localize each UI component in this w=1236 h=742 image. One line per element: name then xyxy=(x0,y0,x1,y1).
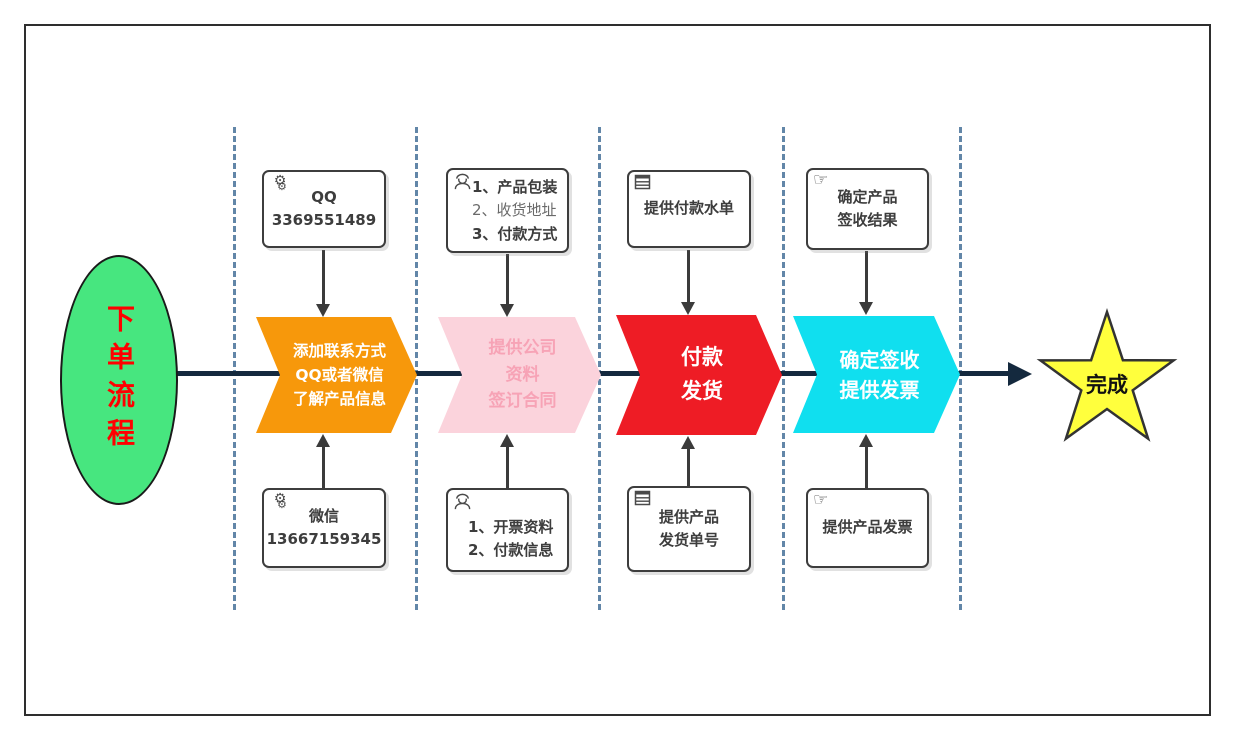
arrow-up-icon xyxy=(681,436,695,449)
person-icon xyxy=(453,172,472,191)
lane-separator xyxy=(782,127,785,610)
end-star xyxy=(1036,308,1178,442)
note-shipping-number: 提供产品 发货单号 xyxy=(627,486,751,572)
lane-separator xyxy=(959,127,962,610)
note-line: 1、开票资料 xyxy=(468,518,554,536)
note-line: 3369551489 xyxy=(271,211,377,229)
connector xyxy=(687,250,690,304)
arrow-down-icon xyxy=(681,302,695,315)
note-line: 提供产品 xyxy=(658,507,719,526)
arrow-down-icon xyxy=(500,304,514,317)
connector xyxy=(687,448,690,486)
connector xyxy=(506,254,509,306)
table-icon xyxy=(634,490,652,507)
arrow-down-icon xyxy=(859,302,873,315)
connector xyxy=(322,446,325,488)
table-icon xyxy=(634,174,652,191)
note-line: 微信 xyxy=(308,506,339,525)
note-line: 3、付款方式 xyxy=(472,224,558,243)
note-product-invoice: ☞ 提供产品发票 xyxy=(806,488,929,568)
hand-icon: ☞ xyxy=(813,490,829,510)
note-line: 发货单号 xyxy=(658,531,719,549)
lane-separator xyxy=(415,127,418,610)
lane-separator xyxy=(598,127,601,610)
note-line: 提供付款水单 xyxy=(643,199,734,218)
note-sign-result: ☞ 确定产品 签收结果 xyxy=(806,168,929,250)
connector xyxy=(865,251,868,304)
start-node: 下单流程 xyxy=(60,255,178,505)
hand-icon: ☞ xyxy=(813,170,829,190)
step-company-info-contract: 提供公司 资料 签订合同 xyxy=(438,317,601,433)
note-wechat: ⚙⚙ 微信 13667159345 xyxy=(262,488,386,568)
connector xyxy=(865,446,868,488)
note-invoice-info: 1、开票资料 2、付款信息 xyxy=(446,488,569,572)
arrow-up-icon xyxy=(859,434,873,447)
flow-arrowhead-icon xyxy=(1008,362,1032,386)
note-line: 确定产品 xyxy=(837,187,898,206)
gears-icon: ⚙⚙ xyxy=(273,173,287,193)
note-line: QQ xyxy=(311,187,337,206)
step-add-contact: 添加联系方式 QQ或者微信 了解产品信息 xyxy=(256,317,417,433)
arrow-up-icon xyxy=(316,434,330,447)
note-line: 13667159345 xyxy=(266,530,382,548)
end-star-label: 完成 xyxy=(1086,373,1128,397)
person-icon xyxy=(453,492,472,511)
connector xyxy=(506,446,509,488)
note-line: 2、付款信息 xyxy=(468,541,554,560)
arrow-up-icon xyxy=(500,434,514,447)
note-line: 签收结果 xyxy=(837,211,898,229)
arrow-down-icon xyxy=(316,304,330,317)
note-payment-slip: 提供付款水单 xyxy=(627,170,751,248)
note-line: 1、产品包装 xyxy=(472,178,558,196)
step-pay-ship: 付款 发货 xyxy=(616,315,782,435)
note-order-details: 1、产品包装 2、收货地址 3、付款方式 xyxy=(446,168,569,253)
note-line: 提供产品发票 xyxy=(822,518,913,537)
lane-separator xyxy=(233,127,236,610)
note-qq: ⚙⚙ QQ 3369551489 xyxy=(262,170,386,248)
start-node-label: 下单流程 xyxy=(103,304,136,456)
connector xyxy=(322,250,325,306)
note-line: 2、收货地址 xyxy=(472,201,557,220)
step-sign-invoice: 确定签收 提供发票 xyxy=(793,316,960,433)
gears-icon: ⚙⚙ xyxy=(273,491,287,511)
